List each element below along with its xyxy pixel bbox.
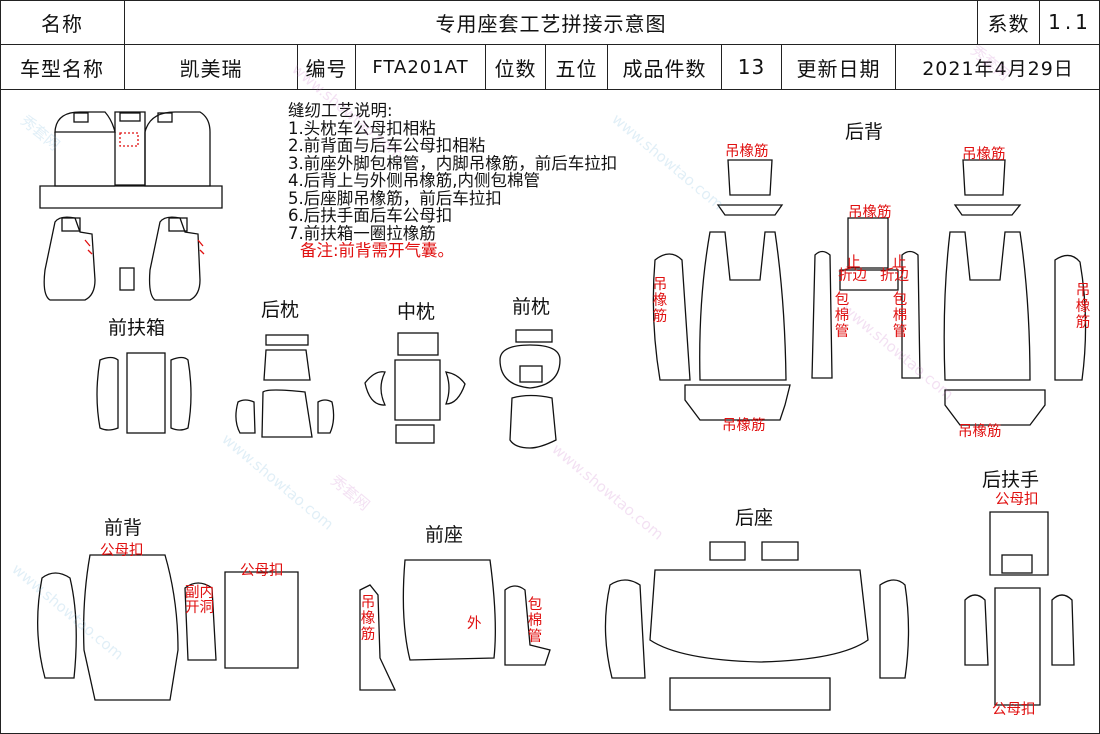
pieces-label: 成品件数 (622, 56, 707, 81)
sheet-title: 专用座套工艺拼接示意图 (435, 11, 667, 36)
note-item: 6.后扶手面后车公母扣 (288, 206, 453, 225)
note-item: 3.前座外脚包棉管，内脚吊橡筋，前后车拉扣 (288, 153, 618, 173)
label-hang-elastic-vertical: 吊橡筋 (360, 595, 376, 643)
label-hang-elastic: 吊橡筋 (725, 144, 769, 160)
label-wrap-tube: 包棉管 (892, 292, 908, 340)
rear-seat-pieces (604, 541, 910, 711)
section-rear-headrest: 后枕 (261, 299, 300, 321)
section-rear-armrest: 后扶手 (982, 469, 1040, 491)
note-item: 2.前背面与后车公母扣相粘 (288, 136, 486, 155)
rear-back-pieces (652, 159, 1087, 426)
label-male-female-buckle: 公母扣 (240, 563, 284, 579)
name-label: 名称 (41, 11, 83, 36)
note-item: 7.前扶箱一圈拉橡筋 (288, 223, 436, 243)
notes-remark: 备注:前背需开气囊。 (300, 241, 455, 260)
rear-bench-overview (39, 111, 223, 209)
model-label-cell: 车型名称 (0, 45, 125, 90)
front-back-pieces (37, 554, 299, 701)
note-item: 4.后背上与外侧吊橡筋,内侧包棉管 (288, 171, 540, 190)
label-wrap-tube: 包棉管 (834, 292, 850, 340)
label-wrap-tube: 包棉管 (527, 597, 543, 645)
front-seat-pieces (359, 559, 551, 691)
section-middle-headrest: 中枕 (397, 301, 436, 323)
date-value: 2021年4月29日 (922, 57, 1074, 80)
rear-armrest-pieces (964, 511, 1075, 706)
label-hang-elastic: 吊橡筋 (722, 418, 766, 434)
label-stop: 止 (846, 255, 861, 271)
section-front-seat: 前座 (425, 524, 464, 546)
section-front-armbox: 前扶箱 (108, 317, 166, 339)
label-hang-elastic-vertical: 吊橡筋 (652, 277, 668, 325)
date-value-cell: 2021年4月29日 (896, 45, 1100, 90)
label-open-hole: 开洞 (185, 600, 214, 616)
label-sub-inner: 副内 (185, 585, 214, 601)
seats-value: 五位 (555, 56, 598, 81)
label-male-female-buckle: 公母扣 (995, 492, 1039, 508)
notes-heading: 缝纫工艺说明: (288, 101, 393, 120)
code-value: FTA201AT (372, 56, 469, 78)
code-value-cell: FTA201AT (356, 45, 486, 90)
pieces-label-cell: 成品件数 (608, 45, 722, 90)
label-hang-elastic: 吊橡筋 (848, 205, 892, 221)
model-value-cell: 凯美瑞 (125, 45, 298, 90)
seats-value-cell: 五位 (546, 45, 608, 90)
model-label: 车型名称 (20, 56, 104, 81)
date-label-cell: 更新日期 (782, 45, 896, 90)
section-rear-seat: 后座 (735, 507, 774, 529)
code-label: 编号 (305, 56, 348, 81)
front-armbox-pieces (96, 352, 192, 434)
label-fold-edge: 折边 (880, 268, 909, 284)
section-rear-back: 后背 (845, 121, 884, 143)
pieces-value: 13 (737, 55, 766, 79)
series-label: 系数 (987, 11, 1030, 36)
section-front-back: 前背 (104, 517, 143, 539)
name-label-cell: 名称 (0, 0, 125, 45)
note-item: 1.头枕车公母扣相粘 (288, 118, 436, 138)
series-value-cell: 1.1 (1040, 0, 1100, 45)
seats-label: 位数 (494, 56, 537, 81)
label-hang-elastic-vertical: 吊橡筋 (1075, 283, 1091, 331)
code-label-cell: 编号 (298, 45, 356, 90)
date-label: 更新日期 (796, 56, 881, 81)
sewing-notes: 缝纫工艺说明: 1.头枕车公母扣相粘 2.前背面与后车公母扣相粘 3.前座外脚包… (288, 102, 617, 260)
series-value: 1.1 (1048, 10, 1092, 34)
pieces-value-cell: 13 (722, 45, 782, 90)
sheet-title-cell: 专用座套工艺拼接示意图 (125, 0, 978, 45)
section-front-headrest: 前枕 (512, 296, 551, 318)
rear-headrest-pieces (235, 334, 335, 438)
model-value: 凯美瑞 (179, 56, 243, 81)
label-male-female-buckle: 公母扣 (992, 702, 1036, 718)
label-hang-elastic: 吊橡筋 (962, 147, 1006, 163)
front-headrest-pieces (499, 329, 561, 449)
label-stop: 止 (892, 255, 907, 271)
note-item: 5.后座脚吊橡筋，前后车拉扣 (288, 188, 502, 208)
middle-headrest-pieces (364, 332, 466, 444)
label-outer: 外 (467, 616, 482, 632)
series-label-cell: 系数 (978, 0, 1040, 45)
front-seats-overview (43, 216, 205, 301)
seats-label-cell: 位数 (486, 45, 546, 90)
label-male-female-buckle: 公母扣 (100, 543, 144, 559)
label-fold-edge: 折边 (838, 268, 867, 284)
label-hang-elastic: 吊橡筋 (958, 424, 1002, 440)
